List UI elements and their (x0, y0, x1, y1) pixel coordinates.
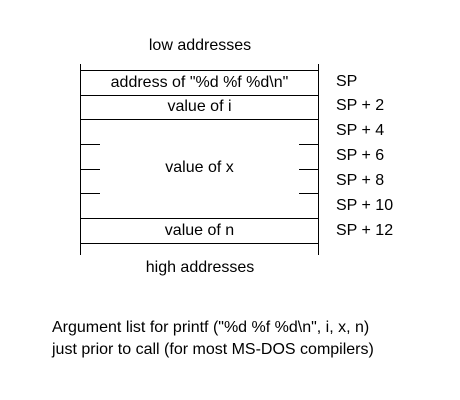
offset-sp-2: SP + 2 (336, 97, 385, 114)
stack-separator (80, 119, 319, 120)
low-addresses-label: low addresses (148, 37, 252, 54)
stack-separator-top (80, 70, 319, 71)
cell-value-n: value of n (164, 222, 235, 239)
stack-left-border (80, 64, 81, 255)
cell-value-i: value of i (167, 98, 232, 115)
stack-right-border (318, 64, 319, 255)
word-tick-right (299, 144, 319, 145)
offset-sp-4: SP + 4 (336, 122, 385, 139)
offset-sp-8: SP + 8 (336, 172, 385, 189)
stack-separator (80, 243, 319, 244)
high-addresses-label: high addresses (145, 259, 255, 276)
word-tick-right (299, 193, 319, 194)
offset-sp-12: SP + 12 (336, 222, 394, 239)
cell-value-x: value of x (165, 159, 234, 176)
word-tick-left (80, 193, 100, 194)
caption-line-1: Argument list for printf ("%d %f %d\n", … (52, 319, 370, 336)
stack-separator (80, 218, 319, 219)
word-tick-left (80, 144, 100, 145)
stack-separator (80, 95, 319, 96)
cell-format-address: address of "%d %f %d\n" (110, 74, 289, 91)
offset-sp-10: SP + 10 (336, 197, 394, 214)
caption-line-2: just prior to call (for most MS-DOS comp… (52, 341, 374, 358)
offset-sp-6: SP + 6 (336, 147, 385, 164)
offset-sp: SP (336, 73, 358, 90)
word-tick-left (80, 169, 100, 170)
word-tick-right (299, 169, 319, 170)
